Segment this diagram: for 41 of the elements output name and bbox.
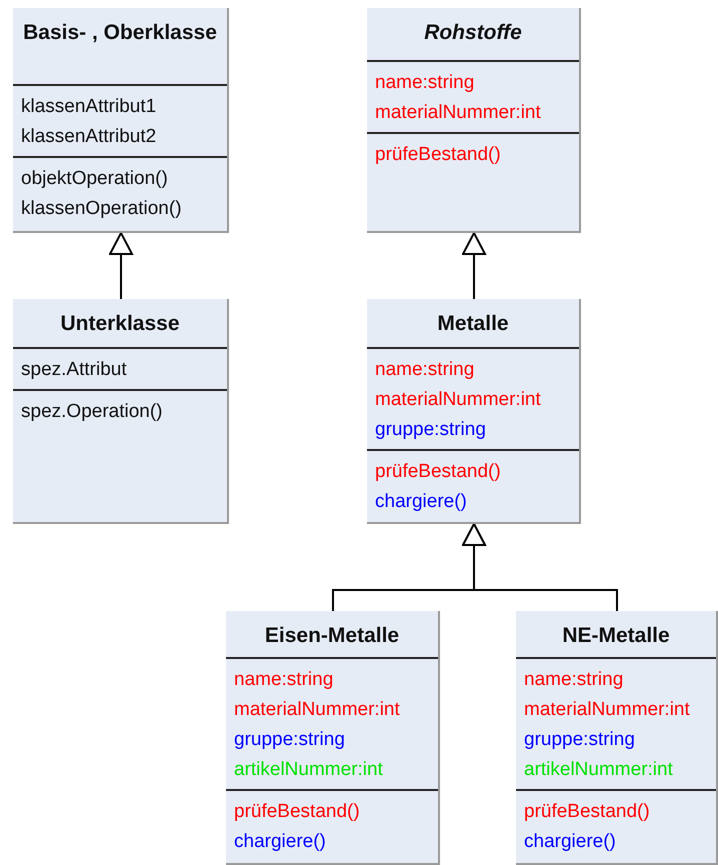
attribute-text: materialNummer:int — [375, 101, 541, 125]
inheritance-arrow — [462, 523, 618, 611]
operation-text: prüfeBestand() — [524, 800, 650, 824]
class-name: Unterklasse — [60, 311, 180, 337]
class-name: Eisen-Metalle — [264, 623, 400, 649]
attribute-text: artikelNummer:int — [524, 758, 673, 782]
operation-text: klassenOperation() — [21, 197, 182, 221]
attribute-text: artikelNummer:int — [234, 758, 383, 782]
inheritance-arrow — [109, 232, 133, 299]
class-name: Metalle — [437, 311, 509, 337]
attribute-text: name:string — [375, 71, 474, 95]
operation-text: chargiere() — [524, 830, 616, 854]
class-box — [516, 611, 718, 865]
class-name: Rohstoffe — [424, 20, 522, 46]
operation-text: chargiere() — [234, 830, 326, 854]
class-name: Basis- , Oberklasse — [23, 20, 217, 46]
attribute-text: spez.Attribut — [21, 358, 127, 382]
class-box — [13, 8, 229, 233]
class-box — [367, 299, 581, 524]
attribute-text: materialNummer:int — [234, 698, 400, 722]
operation-text: prüfeBestand() — [234, 800, 360, 824]
attribute-text: klassenAttribut2 — [21, 125, 156, 149]
attribute-text: klassenAttribut1 — [21, 95, 156, 119]
attribute-text: materialNummer:int — [375, 388, 541, 412]
operation-text: objektOperation() — [21, 167, 168, 191]
operation-text: chargiere() — [375, 490, 467, 514]
operation-text: spez.Operation() — [21, 400, 163, 424]
class-name: NE-Metalle — [562, 623, 670, 649]
operation-text: prüfeBestand() — [375, 143, 501, 167]
attribute-text: gruppe:string — [375, 418, 486, 442]
class-box — [226, 611, 440, 865]
attribute-text: gruppe:string — [234, 728, 345, 752]
attribute-text: name:string — [234, 668, 334, 692]
attribute-text: name:string — [524, 668, 624, 692]
class-box — [13, 299, 229, 524]
attribute-text: gruppe:string — [524, 728, 635, 752]
attribute-text: name:string — [375, 358, 474, 382]
class-box — [367, 8, 581, 233]
operation-text: prüfeBestand() — [375, 460, 501, 484]
inheritance-arrow — [462, 232, 486, 299]
attribute-text: materialNummer:int — [524, 698, 690, 722]
